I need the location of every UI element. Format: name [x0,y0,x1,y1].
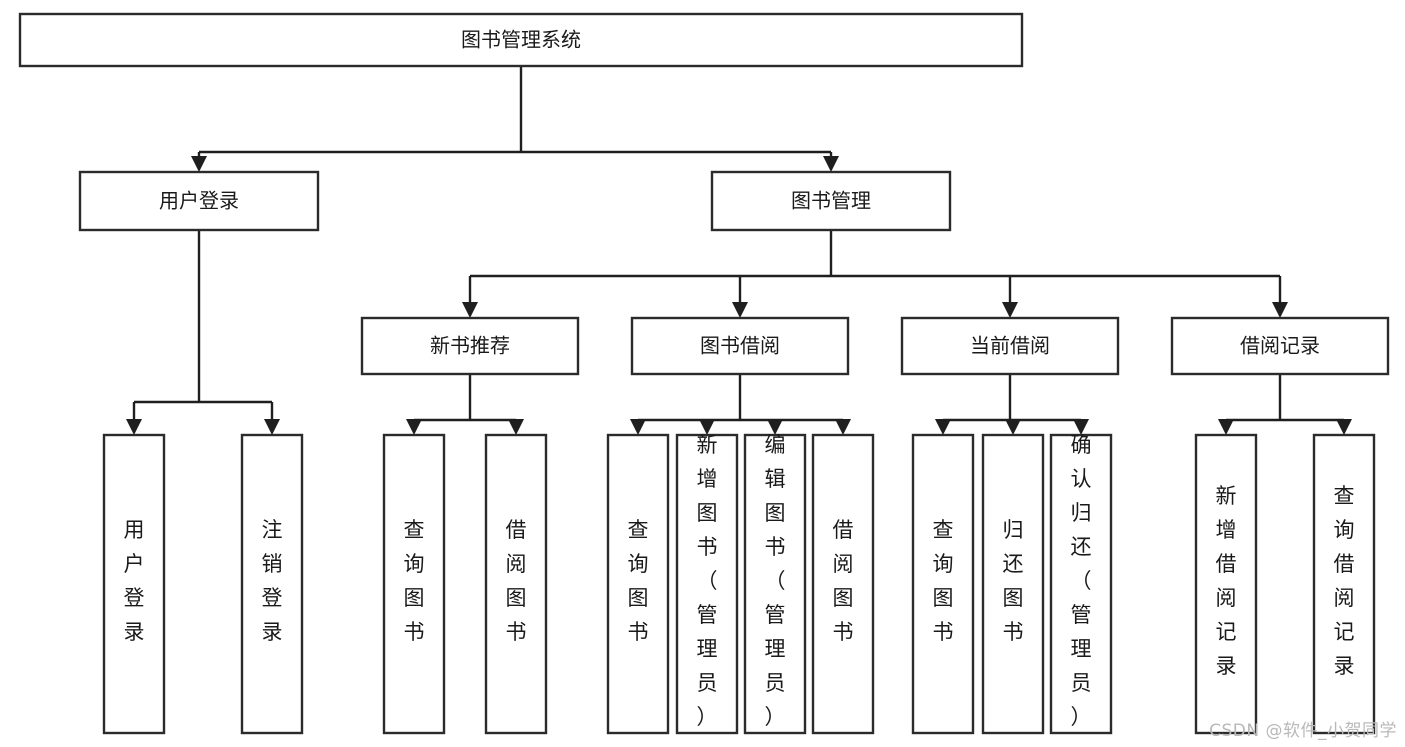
arrow-head [406,419,422,435]
node-box-leaf-borrow-book [811,433,875,735]
node-book-borrow[interactable]: 图书借阅 [630,316,850,376]
node-user-login[interactable]: 用户登录 [78,170,320,232]
arrow-head [1218,419,1234,435]
arrow-head [767,419,783,435]
arrow-head [1002,302,1018,318]
arrow-head [1336,419,1352,435]
node-label-borrow-record: 借阅记录 [1240,334,1320,358]
node-label-leaf-query-book-recommend: 查询图书 [404,518,425,644]
node-label-new-book-recommend: 新书推荐 [430,334,510,358]
node-label-root: 图书管理系统 [461,28,581,52]
arrow-head [1272,302,1288,318]
node-leaf-borrow-book-recommend[interactable]: 借阅图书 [484,433,548,735]
arrow-head [732,302,748,318]
arrow-head [630,419,646,435]
node-box-user-login [78,170,320,232]
arrow-head [191,156,207,172]
connectors-layer [126,66,1352,435]
node-box-book-manage [710,170,952,232]
node-label-current-borrow: 当前借阅 [970,334,1050,358]
node-box-leaf-logout [240,433,304,735]
node-box-leaf-user-login [102,433,166,735]
node-box-root [18,12,1024,68]
node-new-book-recommend[interactable]: 新书推荐 [360,316,580,376]
arrow-head [462,302,478,318]
node-current-borrow[interactable]: 当前借阅 [900,316,1120,376]
node-label-user-login: 用户登录 [159,189,239,213]
node-leaf-edit-book-admin[interactable]: 编辑图书（管理员） [743,433,807,735]
node-label-leaf-borrow-book: 借阅图书 [833,518,854,644]
node-box-leaf-add-book-admin [675,433,739,735]
node-box-leaf-borrow-book-recommend [484,433,548,735]
node-label-book-borrow: 图书借阅 [700,334,780,358]
node-box-leaf-query-borrow-record [1312,433,1376,735]
node-label-leaf-confirm-return-admin: 确认归还（管理员） [1071,433,1092,729]
node-box-leaf-query-book-borrow [606,433,670,735]
node-leaf-query-book-recommend[interactable]: 查询图书 [382,433,446,735]
arrow-head [699,419,715,435]
node-leaf-add-book-admin[interactable]: 新增图书（管理员） [675,433,739,735]
node-label-leaf-query-borrow-record: 查询借阅记录 [1334,484,1355,678]
nodes-layer: 图书管理系统用户登录图书管理新书推荐图书借阅当前借阅借阅记录用户登录注销登录查询… [18,12,1390,735]
arrow-head [1073,419,1089,435]
node-leaf-borrow-book[interactable]: 借阅图书 [811,433,875,735]
node-label-leaf-logout: 注销登录 [262,518,283,644]
arrow-head [508,419,524,435]
node-root[interactable]: 图书管理系统 [18,12,1024,68]
node-box-leaf-edit-book-admin [743,433,807,735]
node-box-leaf-query-book-recommend [382,433,446,735]
arrow-head [1005,419,1021,435]
node-box-leaf-confirm-return-admin [1049,433,1113,735]
node-box-leaf-return-book [981,433,1045,735]
node-box-borrow-record [1170,316,1390,376]
node-box-leaf-add-borrow-record [1194,433,1258,735]
arrow-head [823,156,839,172]
node-leaf-confirm-return-admin[interactable]: 确认归还（管理员） [1049,433,1113,735]
arrow-head [835,419,851,435]
watermark-label: CSDN @软件_小贺同学 [1209,721,1397,741]
node-leaf-add-borrow-record[interactable]: 新增借阅记录 [1194,433,1258,735]
node-label-leaf-query-book-borrow: 查询图书 [628,518,649,644]
node-leaf-query-book-borrow[interactable]: 查询图书 [606,433,670,735]
arrow-head [126,419,142,435]
node-leaf-return-book[interactable]: 归还图书 [981,433,1045,735]
node-label-leaf-user-login: 用户登录 [124,518,145,644]
node-box-leaf-query-book-current [911,433,975,735]
node-label-leaf-add-borrow-record: 新增借阅记录 [1216,484,1237,678]
node-leaf-query-borrow-record[interactable]: 查询借阅记录 [1312,433,1376,735]
node-label-book-manage: 图书管理 [791,189,871,213]
node-book-manage[interactable]: 图书管理 [710,170,952,232]
node-box-current-borrow [900,316,1120,376]
arrow-head [935,419,951,435]
node-leaf-user-login[interactable]: 用户登录 [102,433,166,735]
node-leaf-query-book-current[interactable]: 查询图书 [911,433,975,735]
node-label-leaf-return-book: 归还图书 [1003,518,1024,644]
node-label-leaf-borrow-book-recommend: 借阅图书 [506,518,527,644]
node-leaf-logout[interactable]: 注销登录 [240,433,304,735]
node-box-book-borrow [630,316,850,376]
node-label-leaf-add-book-admin: 新增图书（管理员） [697,433,718,729]
node-borrow-record[interactable]: 借阅记录 [1170,316,1390,376]
arrow-head [264,419,280,435]
node-label-leaf-edit-book-admin: 编辑图书（管理员） [765,433,786,729]
node-box-new-book-recommend [360,316,580,376]
node-label-leaf-query-book-current: 查询图书 [933,518,954,644]
